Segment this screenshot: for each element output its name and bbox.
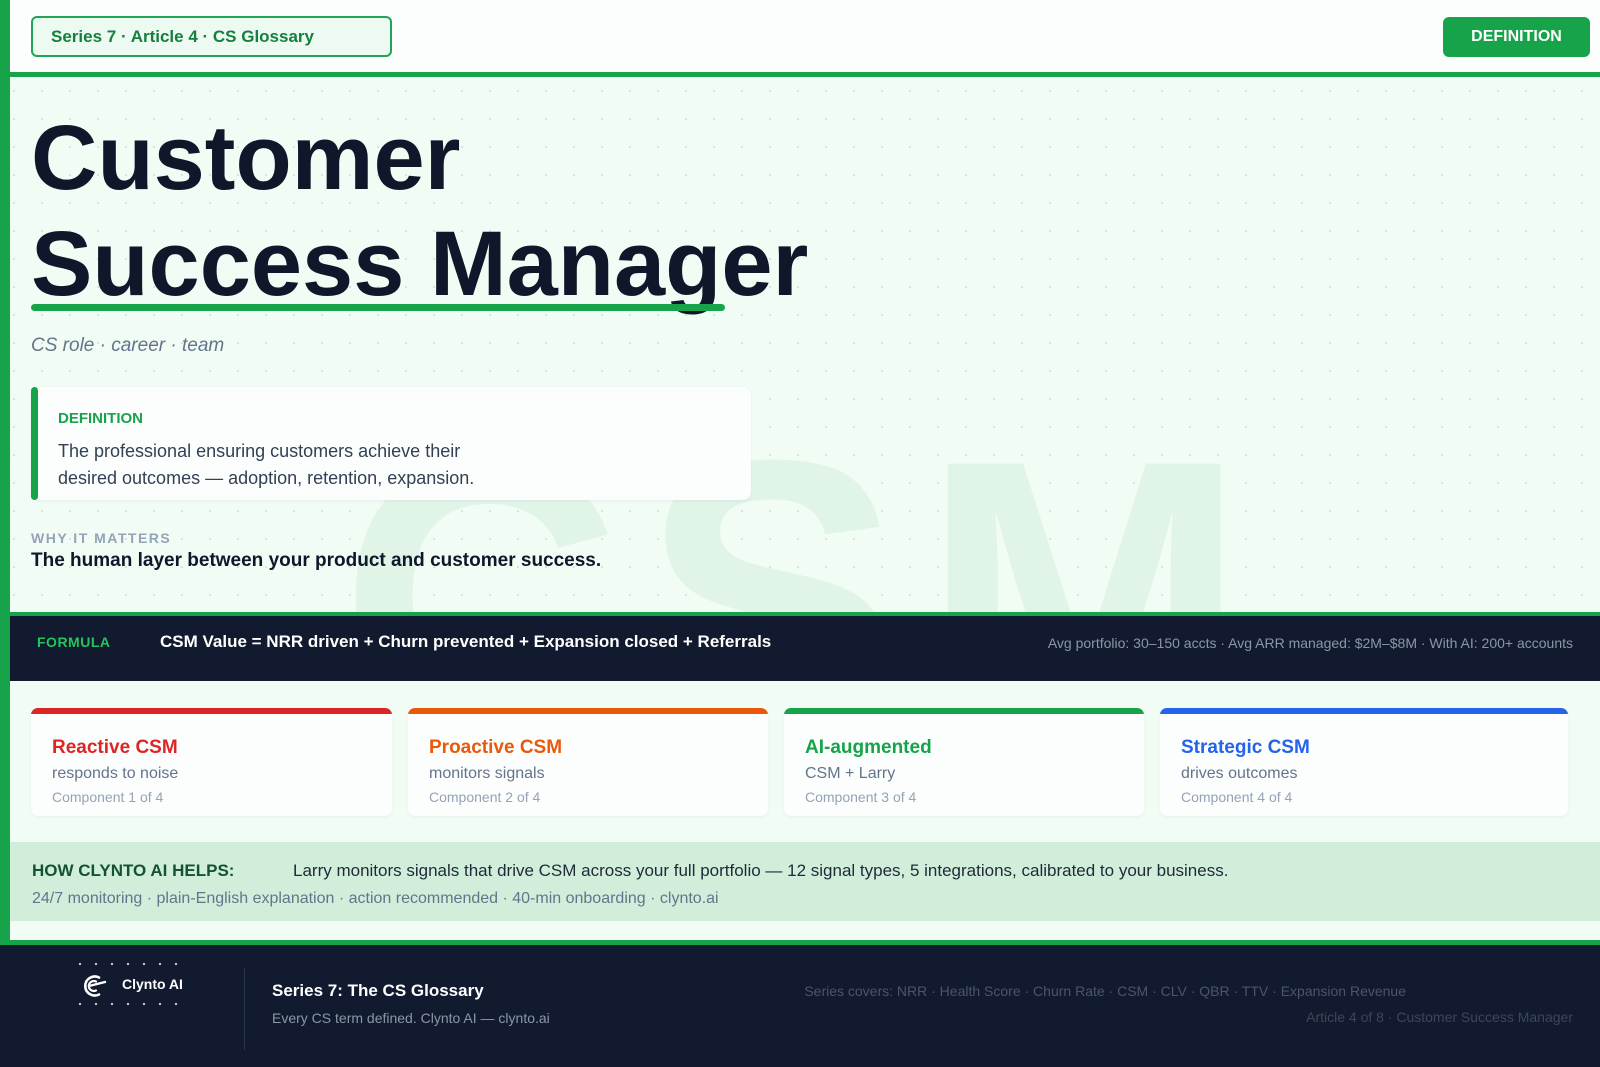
card-description: CSM + Larry [805, 765, 896, 782]
definition-card: DEFINITION The professional ensuring cus… [31, 387, 751, 500]
card-accent-bar [1160, 708, 1568, 714]
logo-dots-top [72, 963, 184, 965]
footer-subtitle: Every CS term defined. Clynto AI — clynt… [272, 1010, 550, 1026]
clynto-logo[interactable]: Clynto AI [72, 963, 184, 1005]
card-accent-bar [408, 708, 768, 714]
component-card-proactive[interactable]: Proactive CSM monitors signals Component… [408, 708, 768, 816]
series-pill[interactable]: Series 7 · Article 4 · CS Glossary [31, 16, 392, 57]
why-it-matters-label: WHY IT MATTERS [31, 530, 172, 546]
title-underline [31, 304, 725, 311]
card-description: drives outcomes [1181, 765, 1298, 782]
footer-divider-line [0, 940, 1600, 945]
card-description: monitors signals [429, 765, 545, 782]
formula-text: CSM Value = NRR driven + Churn prevented… [160, 632, 772, 651]
formula-bar: FORMULA CSM Value = NRR driven + Churn p… [0, 616, 1600, 681]
component-card-reactive[interactable]: Reactive CSM responds to noise Component… [31, 708, 392, 816]
footer-title: Series 7: The CS Glossary [272, 981, 484, 1000]
hero-section: CSM [0, 77, 1600, 612]
card-accent-bar [31, 708, 392, 714]
helps-meta: 24/7 monitoring · plain-English explanat… [32, 890, 719, 907]
clynto-logo-icon [80, 973, 110, 1004]
series-covers: Series covers: NRR · Health Score · Chur… [804, 983, 1406, 999]
card-title: Strategic CSM [1181, 737, 1310, 758]
components-section: Reactive CSM responds to noise Component… [0, 681, 1600, 842]
definition-badge: DEFINITION [1443, 17, 1590, 57]
title-line-2: Success Manager [31, 213, 809, 315]
title-line-1: Customer [31, 107, 461, 209]
formula-label: FORMULA [37, 634, 111, 650]
card-title: Reactive CSM [52, 737, 178, 758]
card-meta: Component 4 of 4 [1181, 789, 1293, 805]
clynto-helps-banner: HOW CLYNTO AI HELPS: Larry monitors sign… [10, 842, 1600, 921]
footer: Clynto AI Series 7: The CS Glossary Ever… [0, 945, 1600, 1067]
helps-label: HOW CLYNTO AI HELPS: [32, 861, 235, 880]
top-bar: Series 7 · Article 4 · CS Glossary DEFIN… [0, 0, 1600, 72]
card-title: AI-augmented [805, 737, 932, 758]
page-title: Customer Success Manager [31, 105, 808, 317]
definition-label: DEFINITION [58, 410, 143, 427]
definition-text: The professional ensuring customers achi… [58, 441, 475, 488]
page-subtitle: CS role · career · team [31, 335, 225, 356]
component-card-strategic[interactable]: Strategic CSM drives outcomes Component … [1160, 708, 1568, 816]
card-meta: Component 3 of 4 [805, 789, 917, 805]
card-accent-bar [784, 708, 1144, 714]
formula-stats: Avg portfolio: 30–150 accts · Avg ARR ma… [1047, 635, 1573, 651]
logo-dots-bottom [72, 1003, 184, 1005]
article-indicator: Article 4 of 8 · Customer Success Manage… [1306, 1009, 1573, 1025]
formula-divider [0, 612, 1600, 616]
logo-text: Clynto AI [122, 976, 183, 992]
card-meta: Component 2 of 4 [429, 789, 541, 805]
footer-vertical-divider [244, 968, 245, 1050]
top-bar-divider [0, 72, 1600, 77]
left-accent-rail [0, 0, 10, 944]
card-meta: Component 1 of 4 [52, 789, 164, 805]
helps-text: Larry monitors signals that drive CSM ac… [293, 861, 1229, 880]
definition-card-accent [31, 387, 38, 500]
component-card-ai-augmented[interactable]: AI-augmented CSM + Larry Component 3 of … [784, 708, 1144, 816]
card-title: Proactive CSM [429, 737, 563, 758]
why-it-matters-text: The human layer between your product and… [31, 550, 602, 571]
card-description: responds to noise [52, 765, 179, 782]
